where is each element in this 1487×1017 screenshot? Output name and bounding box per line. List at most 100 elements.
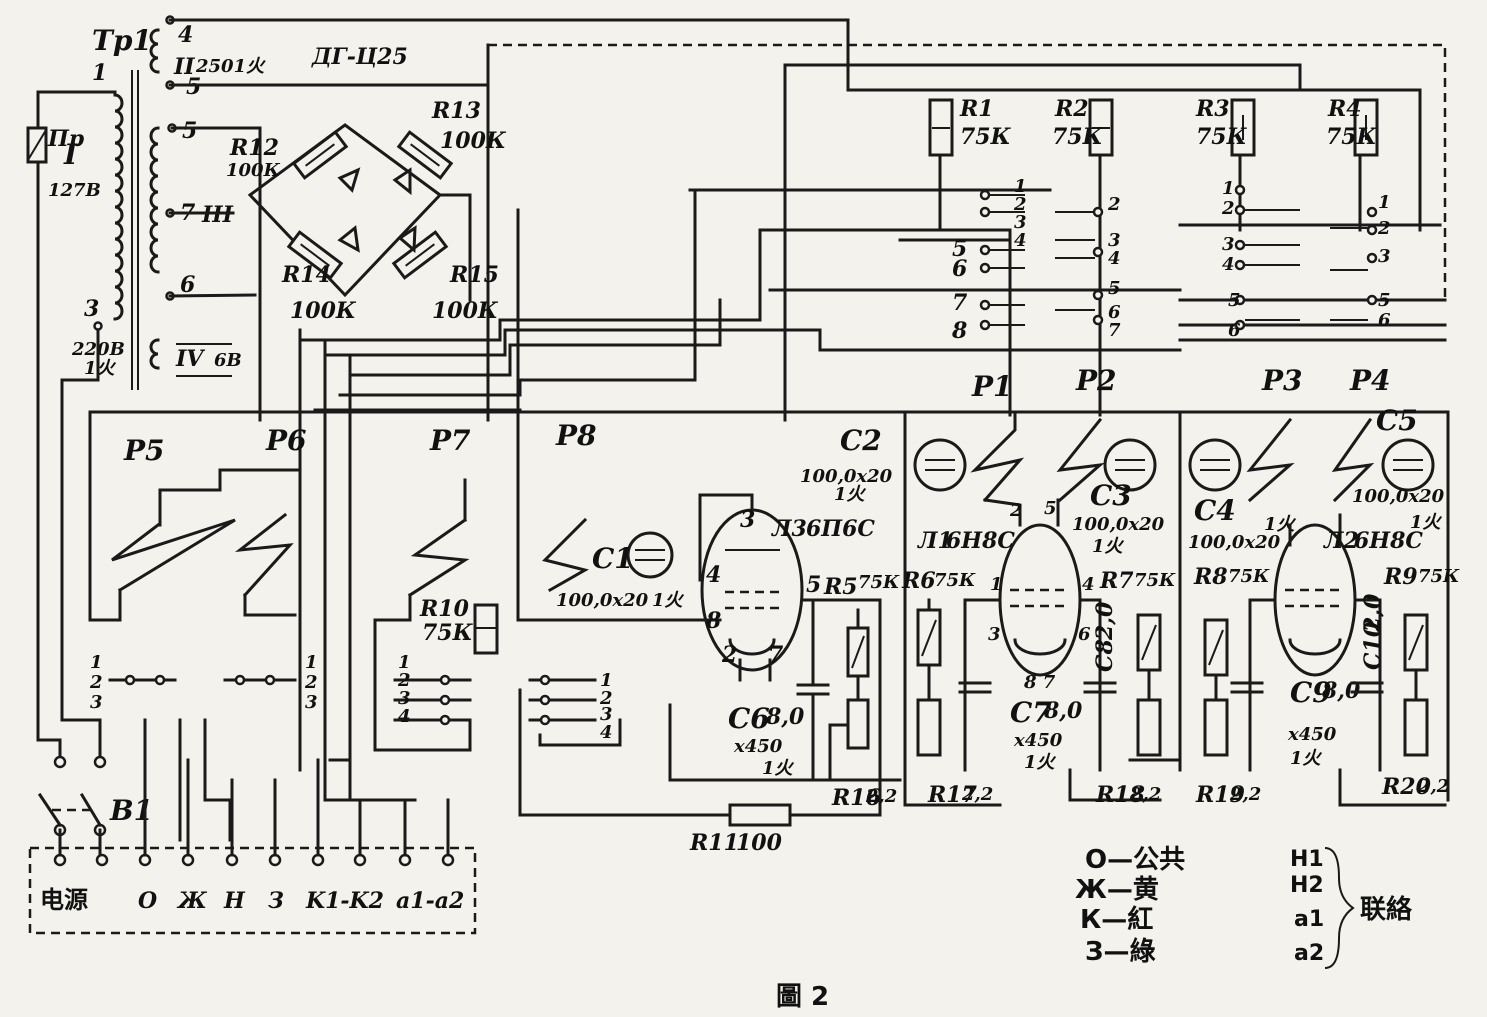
tap-1: 1 (92, 60, 107, 86)
capacitor-c10: C10 2,0 (1350, 593, 1386, 694)
r16-value: 2,2 (865, 786, 897, 807)
relay-p1-label: P1 (971, 370, 1013, 403)
svg-text:2: 2 (1107, 194, 1121, 215)
svg-text:3: 3 (740, 507, 755, 533)
c6-value: 8,0 (765, 704, 805, 730)
svg-text:3: 3 (600, 704, 613, 725)
power-switch-b1: B1 (37, 755, 153, 837)
tube-l1-label: Л1 (917, 528, 953, 554)
diode-type-label: ДГ-Ц25 (311, 44, 408, 70)
svg-text:2: 2 (397, 670, 411, 691)
svg-text:2: 2 (89, 672, 103, 693)
svg-text:4: 4 (706, 562, 721, 588)
relay-coils-left: P5 P6 P7 P8 (111, 419, 597, 752)
relay-p7-label: P7 (429, 424, 471, 457)
tube-l3-label: Л3 (771, 516, 807, 542)
resistor-r10: R10 75К (419, 596, 499, 655)
svg-text:5: 5 (1108, 278, 1121, 299)
r10-value: 75К (422, 620, 474, 646)
svg-text:6: 6 (1378, 310, 1391, 331)
relay-p4-label: P4 (1349, 364, 1391, 397)
r15-value: 100К (432, 298, 499, 324)
r18-label: R18 (1095, 782, 1145, 808)
c5-note: 1火 (1410, 512, 1443, 533)
tap-5b: 5 (182, 118, 197, 144)
r19-label: R19 (1195, 782, 1245, 808)
terminal-z-label: З (268, 888, 284, 914)
terminal-zh-label: Ж (176, 888, 208, 914)
svg-text:1: 1 (1378, 192, 1391, 213)
svg-text:2: 2 (1377, 218, 1391, 239)
tube-l2-type: 6Н8С (1354, 528, 1423, 554)
r1-value: 75К (960, 124, 1012, 150)
power-transformer: Тр1 4 II 2501火 5 1 5 I 127В 7 III 6 3 22… (48, 15, 266, 390)
svg-text:5: 5 (806, 572, 821, 598)
capacitor-c2: C2 100,0x20 1火 (800, 424, 893, 505)
terminal-o-label: О (138, 888, 157, 914)
c4-value: 100,0x20 (1188, 532, 1281, 553)
r15-label: R15 (449, 262, 499, 288)
legend-code-0: H1 (1290, 847, 1324, 872)
winding-2-spec: 2501火 (195, 56, 266, 77)
svg-text:5: 5 (952, 236, 967, 262)
r14-label: R14 (281, 262, 331, 288)
legend-code-3: a2 (1294, 941, 1324, 966)
svg-text:5: 5 (1378, 290, 1391, 311)
c7-label: C7 (1010, 696, 1052, 729)
relay-p5-label: P5 (123, 434, 165, 467)
tube-l1-type: 6Н8С (946, 528, 1015, 554)
svg-text:3: 3 (1378, 246, 1391, 267)
capacitor-c7: C7 8,0 x450 1火 (958, 681, 1083, 773)
svg-text:4: 4 (1108, 248, 1121, 269)
relay-p2-label: P2 (1075, 364, 1117, 397)
resistor-r5: R5 75К R16 2,2 (823, 572, 900, 811)
tube-l2-label: Л2 (1323, 528, 1359, 554)
winding-3-label: III (201, 202, 234, 228)
fuse: Пр (26, 126, 85, 164)
svg-text:3: 3 (90, 692, 103, 713)
r17-value: 2,2 (961, 784, 993, 805)
tap-3: 3 (84, 296, 99, 322)
svg-text:8 7: 8 7 (1023, 672, 1056, 693)
terminal-strip: 电源 О Ж Н З K1-K2 a1-a2 (28, 718, 477, 935)
r4-label: R4 (1327, 96, 1362, 122)
legend: О—公共 Ж—黄 К—紅 З—綠 H1 H2 a1 a2 联絡 (1075, 845, 1413, 969)
svg-text:2: 2 (1013, 194, 1027, 215)
svg-text:3: 3 (398, 688, 411, 709)
svg-text:4: 4 (398, 706, 411, 727)
figure-caption: 圖 2 (776, 982, 829, 1012)
c7-note: 1火 (1024, 752, 1057, 773)
c9-label: C9 (1290, 676, 1332, 709)
contact-bank-4: 1 2 3 5 6 (1330, 192, 1391, 331)
capacitor-c6: C6 8,0 x450 1火 (728, 598, 830, 782)
c6-label: C6 (728, 702, 770, 735)
winding-2-label: II (173, 54, 195, 80)
tap-4: 4 (178, 22, 193, 48)
switch-label: B1 (109, 794, 153, 827)
r11-value: 100 (736, 830, 783, 856)
capacitor-c1: C1 100,0x20 1火 (556, 531, 685, 611)
r14-value: 100К (290, 298, 357, 324)
c6-rating: x450 (733, 736, 783, 757)
r3-value: 75К (1196, 124, 1248, 150)
r20-label: R20 (1381, 774, 1432, 800)
resistor-r11: R11 100 (689, 803, 792, 856)
terminal-a-label: a1-a2 (396, 888, 464, 914)
r17-label: R17 (927, 782, 978, 808)
relay-p6-label: P6 (265, 424, 307, 457)
svg-text:1: 1 (1222, 178, 1235, 199)
c6-note: 1火 (762, 758, 795, 779)
r7-value: 75К (1134, 570, 1176, 591)
relays-p1-p4: P1 P2 P3 P4 C3 100,0x20 1火 C4 100,0x20 1… (913, 364, 1445, 557)
r9-label: R9 (1383, 564, 1418, 590)
fuse-label: Пр (47, 126, 85, 152)
svg-text:8: 8 (705, 608, 721, 634)
r8-value: 75К (1228, 566, 1270, 587)
c1-note: 1火 (652, 590, 685, 611)
svg-text:4: 4 (1082, 574, 1095, 595)
c1-value: 100,0x20 (556, 590, 649, 611)
resistors-top-right: R1 75К R2 75К R3 75К R4 75К (928, 96, 1379, 157)
r2-label: R2 (1054, 96, 1089, 122)
legend-item-1: Ж—黄 (1075, 875, 1159, 905)
r10-label: R10 (419, 596, 470, 622)
